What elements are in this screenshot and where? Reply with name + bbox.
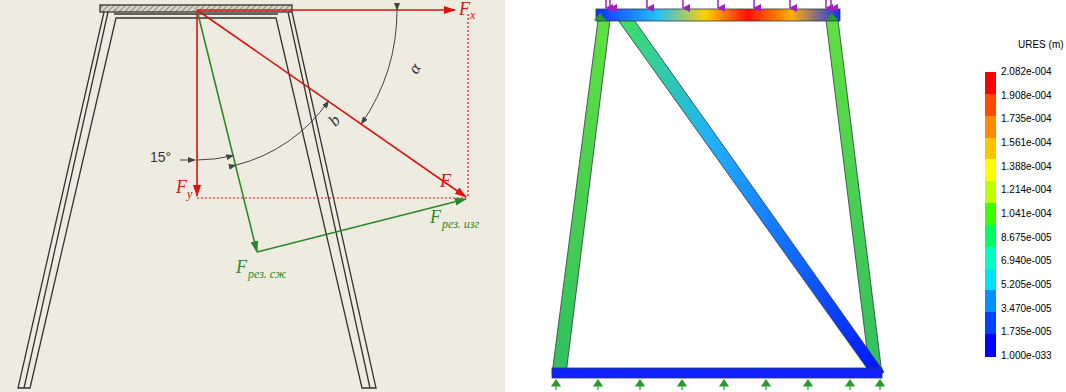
legend-value: 1.561e-004 <box>1001 138 1052 148</box>
force-arrow <box>257 199 466 252</box>
projection-line <box>197 197 466 198</box>
force-symbol: F <box>236 258 247 276</box>
force-arrow <box>197 10 257 252</box>
force-arrow <box>196 10 198 196</box>
color-swatch <box>985 94 996 117</box>
legend-value: 5.205e-005 <box>1001 280 1052 290</box>
color-swatch <box>985 269 996 292</box>
force-symbol: F <box>459 0 470 18</box>
color-swatch <box>985 138 996 161</box>
force-symbol: F <box>440 172 451 190</box>
legend-value: 8.675e-005 <box>1001 233 1052 243</box>
frame-sketch <box>18 5 376 388</box>
beam <box>618 20 884 378</box>
color-swatch <box>985 72 996 95</box>
legend-heading: URES (m) <box>1018 40 1064 50</box>
legend-value: 1.735e-005 <box>1001 327 1052 337</box>
angle-tick <box>180 160 195 161</box>
legend-value: 1.388e-004 <box>1001 162 1052 172</box>
beam <box>552 368 882 378</box>
force-subscript: x <box>470 9 475 21</box>
leg-line <box>24 12 108 388</box>
color-swatch <box>985 181 996 204</box>
force-arrow <box>197 10 466 197</box>
angle-arc <box>197 156 233 161</box>
legend-value: 1.000e-033 <box>1001 351 1052 361</box>
force-symbol: F <box>176 178 187 196</box>
color-swatch <box>985 116 996 139</box>
fixture-arrows <box>552 14 884 390</box>
force-subscript: рез. изг <box>442 218 479 230</box>
paper-ground <box>0 0 505 392</box>
force-subscript: y <box>187 188 192 200</box>
legend-value: 1.735e-004 <box>1001 114 1052 124</box>
legend-value: 3.470e-005 <box>1001 304 1052 314</box>
legend-value: 1.041e-004 <box>1001 209 1052 219</box>
color-swatch <box>985 334 996 357</box>
angle-value: 15° <box>150 150 171 164</box>
force-symbol: F <box>430 208 441 226</box>
legend-value: 1.214e-004 <box>1001 185 1052 195</box>
force-arrow <box>197 9 455 11</box>
angle-arc <box>361 10 397 124</box>
beam <box>596 9 840 21</box>
legend-value: 1.908e-004 <box>1001 91 1052 101</box>
force-vectors <box>180 10 468 252</box>
angle-arc <box>236 101 329 165</box>
color-swatch <box>985 312 996 335</box>
color-swatch <box>985 159 996 182</box>
force-subscript: рез. сж <box>248 268 286 280</box>
projection-line <box>467 14 468 196</box>
fea-model <box>552 9 884 378</box>
table-plate <box>100 5 292 12</box>
color-swatch <box>985 203 996 226</box>
color-swatch <box>985 247 996 270</box>
color-swatch <box>985 225 996 248</box>
beam <box>552 20 610 374</box>
legend-value: 2.082e-004 <box>1001 67 1052 77</box>
load-arrows <box>606 0 831 8</box>
color-swatch <box>985 290 996 313</box>
leg-line <box>288 12 370 388</box>
legend-value: 6.940e-005 <box>1001 256 1052 266</box>
rail-line <box>114 13 278 14</box>
